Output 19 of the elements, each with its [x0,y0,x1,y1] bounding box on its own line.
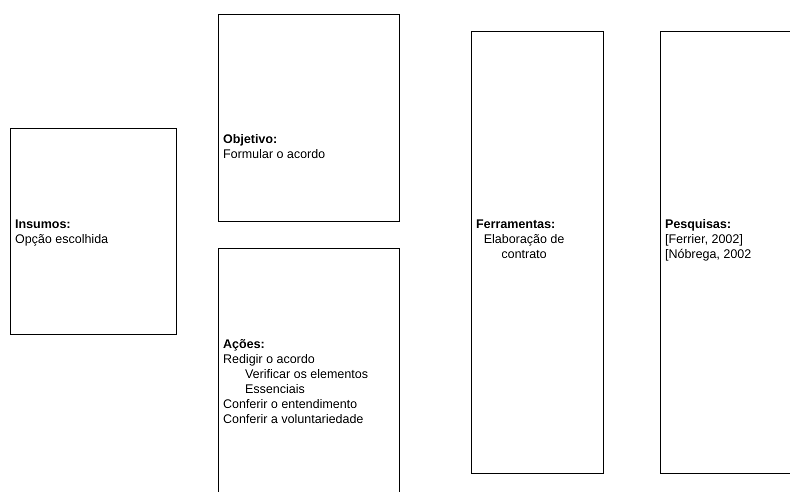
box-heading: Pesquisas: [665,217,732,232]
box-heading: Ações: [223,337,266,352]
box-text: Conferir a voluntariedade [223,412,364,427]
box-heading: Insumos: [15,217,72,232]
box-text: [Nóbrega, 2002 [665,247,752,262]
text-box [471,31,604,474]
box-heading: Objetivo: [223,132,278,147]
box-text: [Ferrier, 2002] [665,232,744,247]
text-box [660,31,790,474]
text-box [218,248,400,492]
box-text: Redigir o acordo [223,352,316,367]
box-text: Formular o acordo [223,147,326,162]
box-text: Verificar os elementos Essenciais [244,367,369,397]
box-text: Elaboração de contrato [482,232,566,262]
text-box [10,128,177,335]
box-text: Opção escolhida [15,232,110,247]
text-box [218,14,400,222]
box-heading: Ferramentas: [476,217,556,232]
box-text: Conferir o entendimento [223,397,358,412]
